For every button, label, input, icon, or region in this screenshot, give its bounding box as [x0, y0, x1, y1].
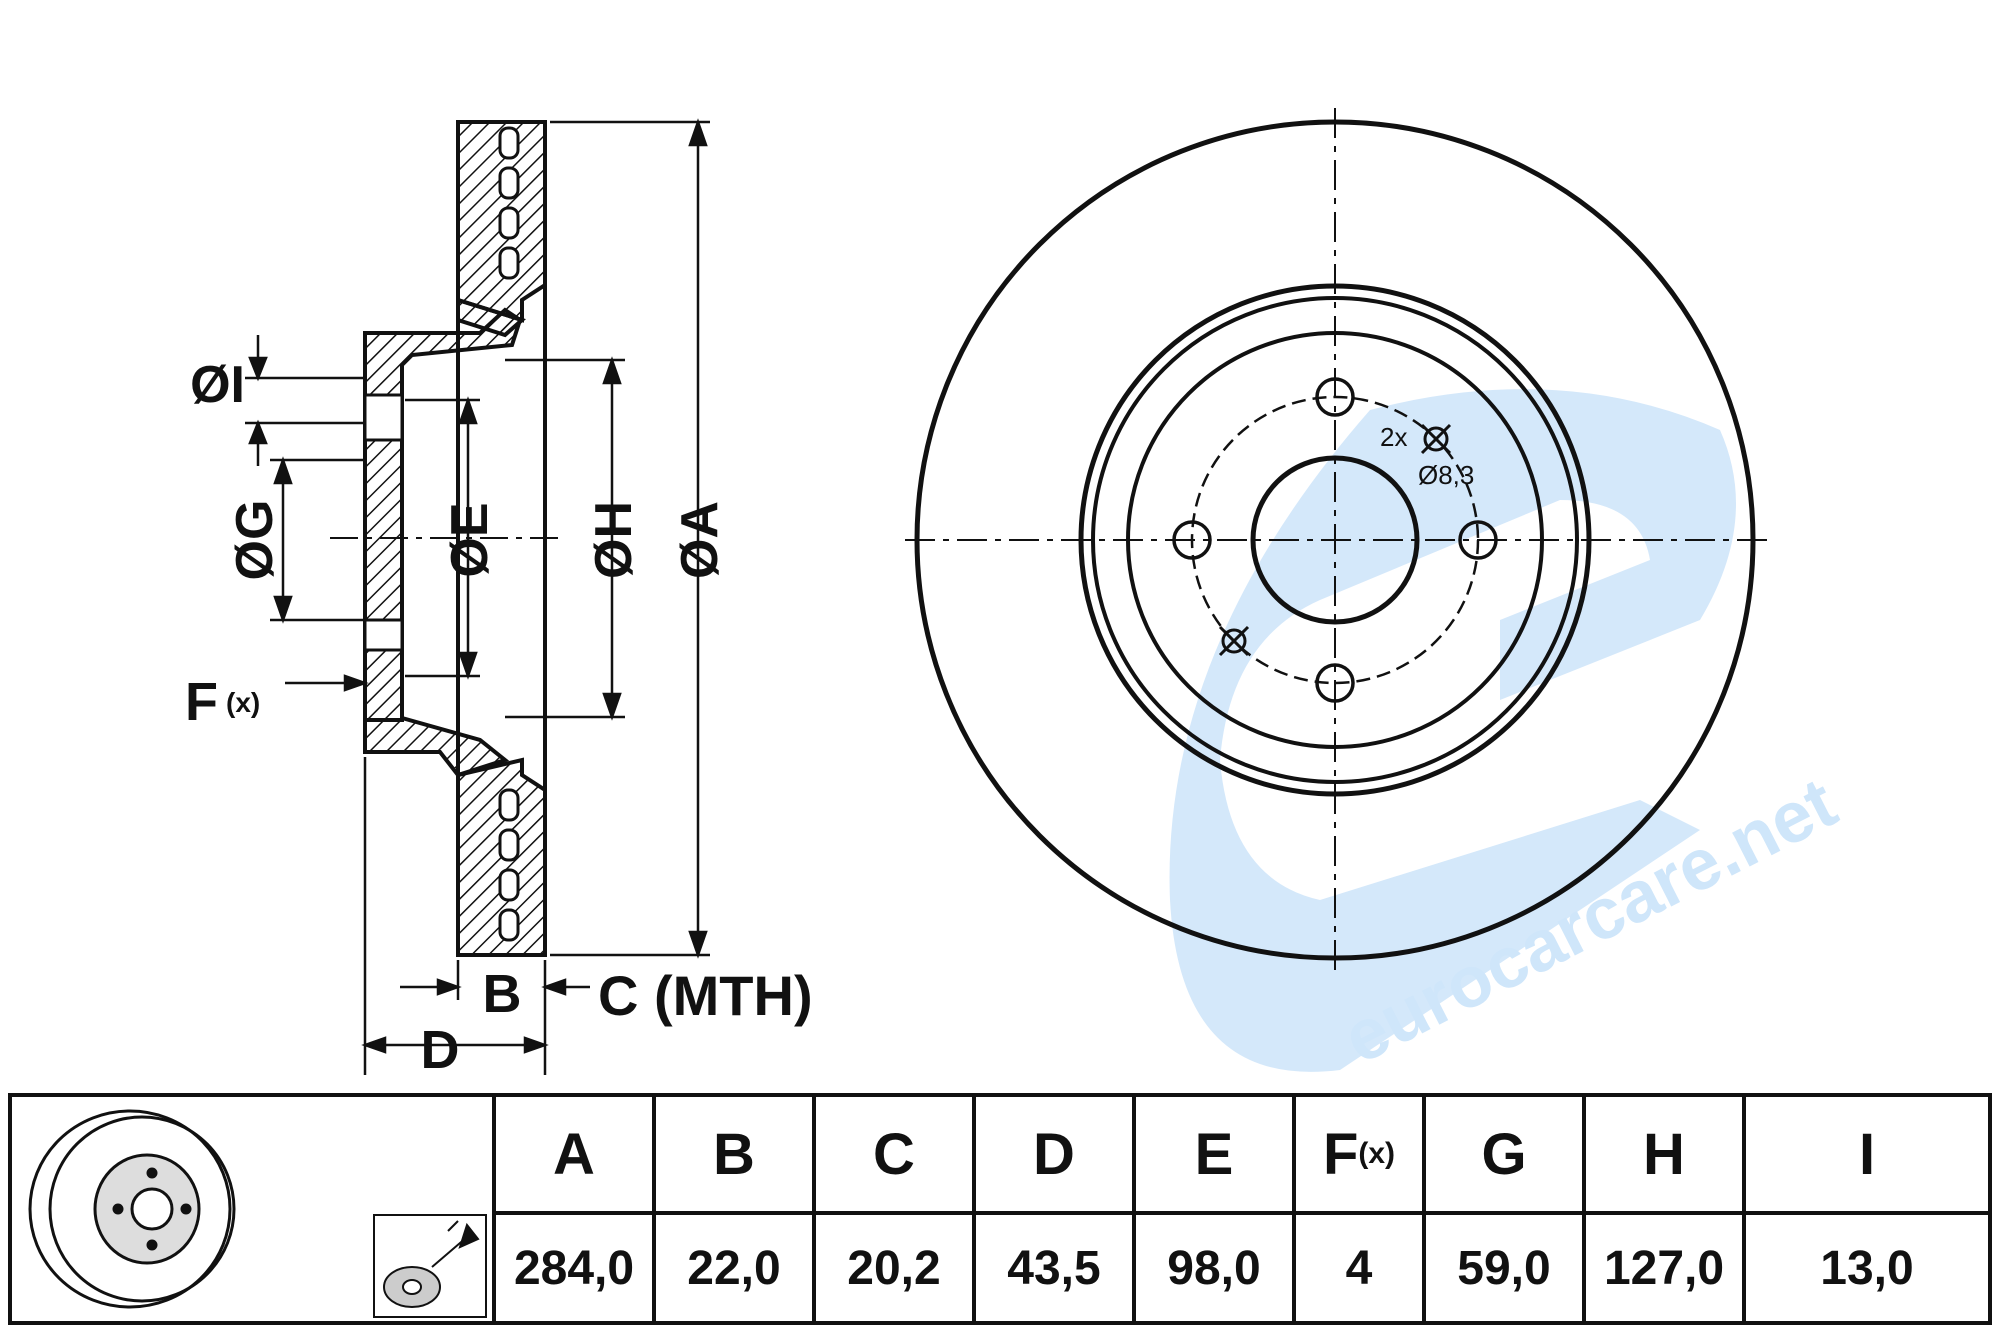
header-D: D [976, 1097, 1132, 1215]
header-E: E [1136, 1097, 1292, 1215]
locating-holes [1218, 423, 1452, 657]
header-I: I [1746, 1097, 1988, 1215]
label-dia-I: ØI [190, 356, 245, 414]
value-I: 13,0 [1820, 1241, 1914, 1295]
value-C: 20,2 [847, 1241, 941, 1295]
watermark-logo: eurocarcare.net [1169, 389, 1849, 1079]
side-view-labels: ØI ØG ØE ØH ØA F (x) B C (MTH) D [185, 356, 813, 1080]
col-E: E 98,0 [1136, 1097, 1296, 1321]
label-dia-E: ØE [441, 502, 499, 577]
label-F-sub: (x) [226, 687, 260, 718]
label-dia-H: ØH [585, 501, 643, 579]
bolt-note-diameter: Ø8,3 [1418, 460, 1474, 490]
header-B: B [656, 1097, 812, 1215]
disc-icon-cell [12, 1097, 496, 1321]
col-C: C 20,2 [816, 1097, 976, 1321]
value-D: 43,5 [1007, 1241, 1101, 1295]
front-view [905, 108, 1775, 972]
header-F: F(x) [1296, 1097, 1422, 1215]
disc-thumbnail-icon [28, 1109, 487, 1318]
header-H: H [1586, 1097, 1742, 1215]
header-F-sub: (x) [1358, 1137, 1396, 1170]
value-H: 127,0 [1603, 1241, 1725, 1295]
dimension-lines [245, 118, 710, 1075]
col-A: A 284,0 [496, 1097, 656, 1321]
label-D: D [421, 1020, 460, 1080]
label-dia-G: ØG [226, 500, 284, 581]
bolt-note-count: 2x [1380, 422, 1407, 452]
col-F: F(x) 4 [1296, 1097, 1426, 1321]
label-dia-A: ØA [671, 501, 729, 579]
col-D: D 43,5 [976, 1097, 1136, 1321]
spec-table: A 284,0 B 22,0 C 20,2 D 43,5 E 98,0 F(x)… [8, 1093, 1992, 1325]
label-C-MTH: C (MTH) [598, 964, 813, 1027]
col-H: H 127,0 [1586, 1097, 1746, 1321]
header-G: G [1426, 1097, 1582, 1215]
value-A: 284,0 [513, 1241, 635, 1295]
header-C: C [816, 1097, 972, 1215]
value-B: 22,0 [687, 1241, 781, 1295]
value-G: 59,0 [1457, 1241, 1551, 1295]
col-B: B 22,0 [656, 1097, 816, 1321]
header-A: A [496, 1097, 652, 1215]
header-F-main: F [1322, 1121, 1359, 1187]
brake-disc-technical-drawing: eurocarcare.net [185, 108, 1849, 1080]
label-B: B [483, 964, 522, 1024]
col-I: I 13,0 [1746, 1097, 1988, 1321]
bolt-pattern-icon [373, 1214, 487, 1318]
value-E: 98,0 [1167, 1241, 1261, 1295]
col-G: G 59,0 [1426, 1097, 1586, 1321]
value-F: 4 [1345, 1241, 1373, 1295]
label-F: F [185, 672, 218, 732]
